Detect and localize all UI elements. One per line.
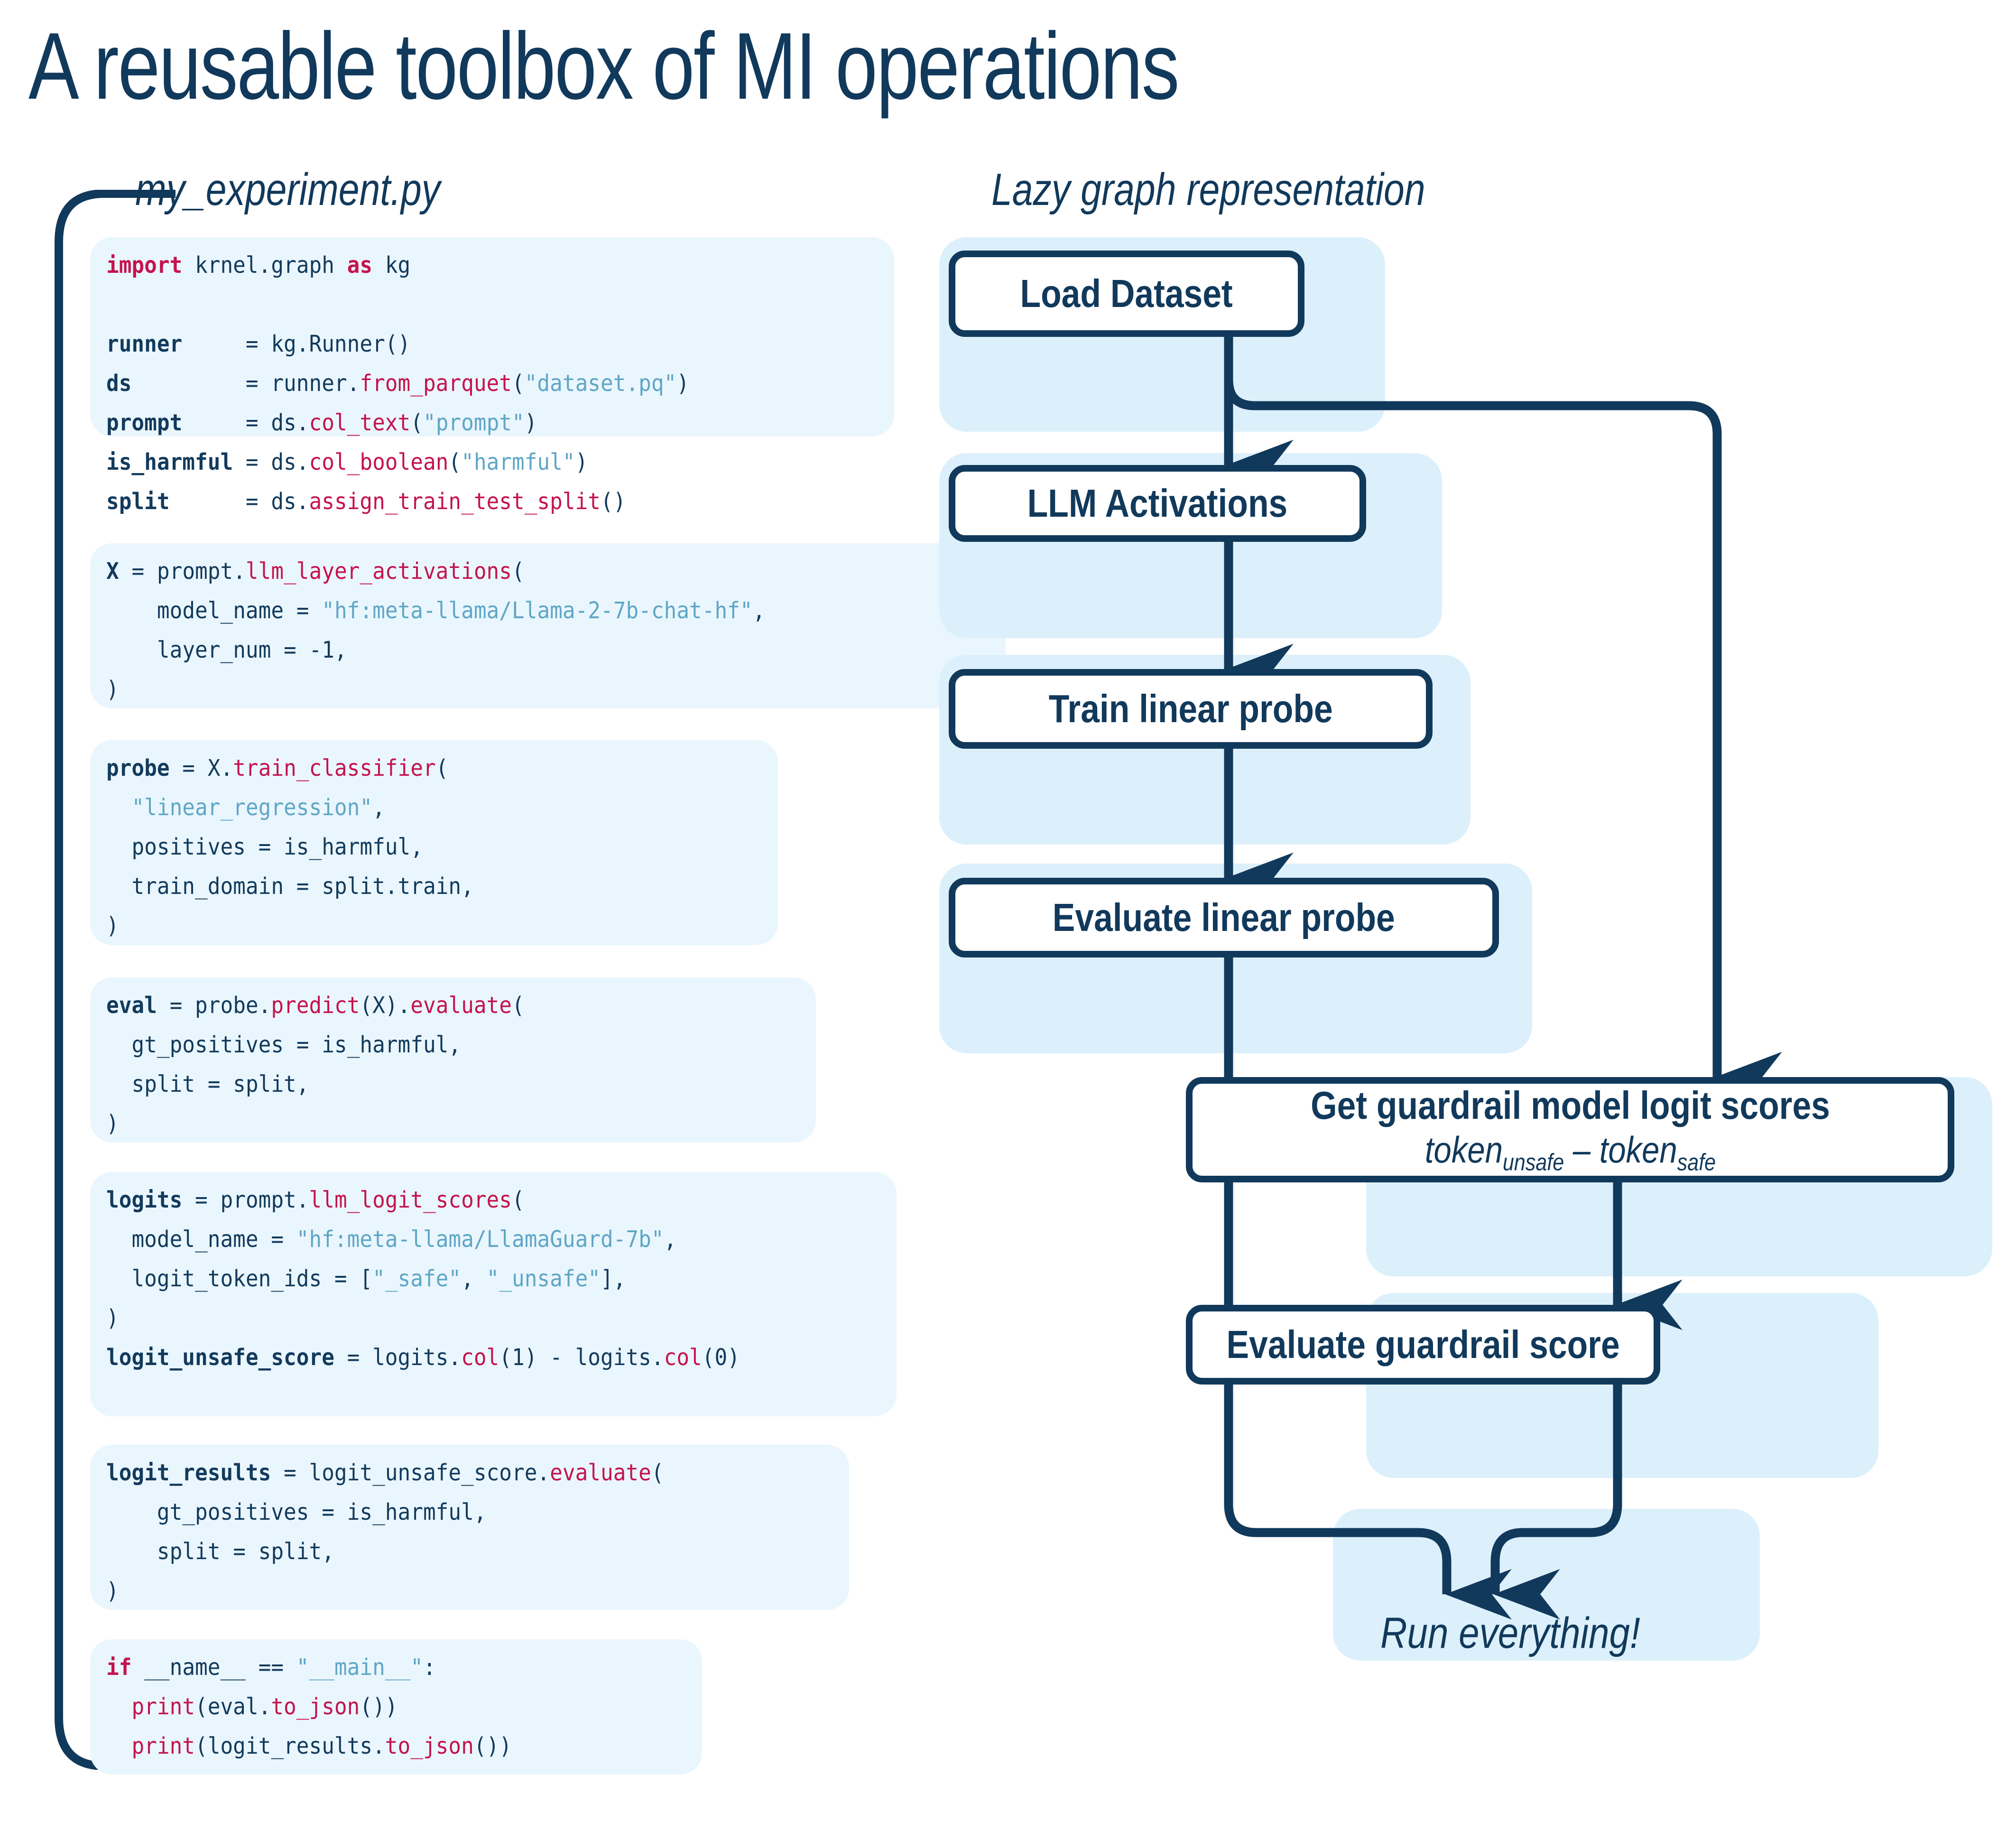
code-block-activations: X = prompt.llm_layer_activations( model_…: [90, 543, 1006, 708]
code-block-logits: logits = prompt.llm_logit_scores( model_…: [90, 1172, 897, 1416]
graph-terminal-run-everything: Run everything!: [1380, 1609, 1640, 1657]
code-block-logit-results: logit_results = logit_unsafe_score.evalu…: [90, 1445, 849, 1610]
page-title: A reusable toolbox of MI operations: [28, 13, 1180, 119]
graph-column: Load Dataset LLM Activations Train linea…: [939, 228, 1992, 1789]
code-block-train-probe: probe = X.train_classifier( "linear_regr…: [90, 740, 778, 945]
code-block-import-load: import krnel.graph as kg runner = kg.Run…: [90, 237, 894, 515]
graph-node-label: Get guardrail model logit scores: [1310, 1083, 1830, 1127]
graph-node-label: Load Dataset: [1020, 271, 1233, 316]
graph-node-train-linear-probe[interactable]: Train linear probe: [949, 669, 1433, 749]
graph-node-guardrail-logits[interactable]: Get guardrail model logit scores tokenun…: [1186, 1077, 1954, 1182]
graph-node-label: LLM Activations: [1027, 481, 1288, 526]
code-column: import krnel.graph as kg runner = kg.Run…: [90, 237, 1006, 1779]
code-grouping-bracket: [55, 190, 176, 1770]
graph-node-evaluate-linear-probe[interactable]: Evaluate linear probe: [949, 878, 1499, 957]
graph-node-label: Train linear probe: [1048, 687, 1333, 731]
graph-column-header: Lazy graph representation: [991, 164, 1425, 215]
graph-node-llm-activations[interactable]: LLM Activations: [949, 465, 1366, 542]
code-column-header: my_experiment.py: [135, 164, 441, 215]
code-block-main: if __name__ == "__main__": print(eval.to…: [90, 1639, 702, 1775]
graph-node-load-dataset[interactable]: Load Dataset: [949, 251, 1304, 337]
code-block-eval-probe: eval = probe.predict(X).evaluate( gt_pos…: [90, 977, 816, 1143]
graph-node-label: Evaluate guardrail score: [1226, 1322, 1620, 1367]
graph-node-evaluate-guardrail-score[interactable]: Evaluate guardrail score: [1186, 1305, 1660, 1385]
graph-node-label: Evaluate linear probe: [1053, 895, 1395, 940]
graph-node-formula: tokenunsafe – tokensafe: [1424, 1129, 1716, 1176]
